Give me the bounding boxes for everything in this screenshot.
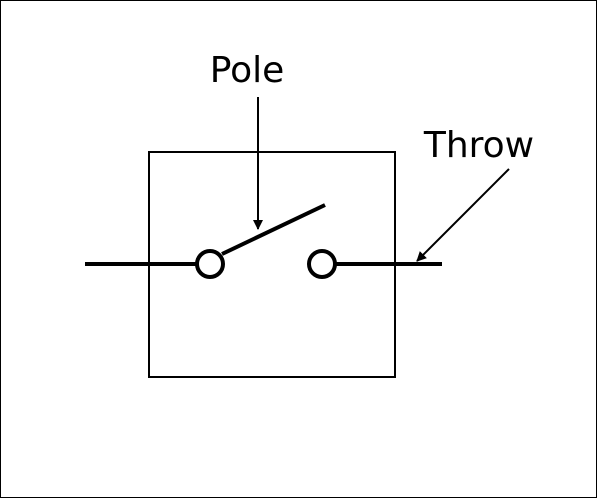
throw-arrow — [416, 168, 510, 262]
pole-terminal — [195, 249, 225, 279]
switch-blade — [221, 203, 326, 256]
throw-terminal — [307, 249, 337, 279]
pole-label: Pole — [210, 50, 285, 91]
throw-label: Throw — [423, 125, 534, 166]
